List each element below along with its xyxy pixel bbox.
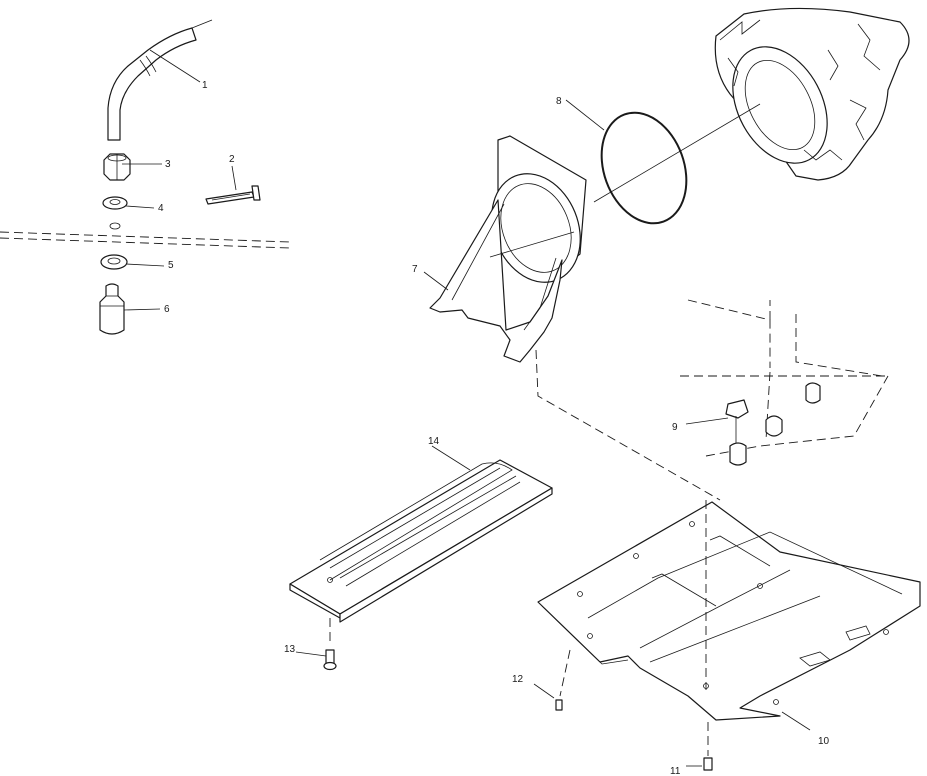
callout-14: 14 bbox=[428, 436, 440, 447]
adapter-bracket-part bbox=[423, 135, 587, 363]
intake-grate-part bbox=[289, 445, 553, 623]
callout-11: 11 bbox=[670, 766, 681, 776]
callout-13: 13 bbox=[284, 644, 296, 655]
callout-1: 1 bbox=[202, 80, 208, 91]
callout-7: 7 bbox=[412, 264, 418, 275]
callout-10: 10 bbox=[818, 736, 830, 747]
hull-section-line bbox=[0, 231, 291, 249]
leader-lines bbox=[122, 49, 237, 311]
fitting-part bbox=[99, 283, 125, 335]
callout-12: 12 bbox=[512, 674, 524, 685]
callout-9: 9 bbox=[672, 422, 678, 433]
callout-3: 3 bbox=[165, 159, 171, 170]
grate-screw-part bbox=[295, 618, 337, 671]
ride-plate-part bbox=[537, 500, 921, 731]
drain-plug-part bbox=[685, 399, 749, 466]
pump-housing-part bbox=[714, 7, 910, 181]
plate-bolt-part bbox=[686, 722, 713, 771]
washer-lower-part bbox=[100, 254, 128, 270]
callout-6: 6 bbox=[164, 304, 170, 315]
callout-8: 8 bbox=[556, 96, 562, 107]
drain-cup-parts bbox=[765, 382, 821, 437]
hose-part bbox=[107, 19, 213, 141]
callout-2: 2 bbox=[229, 154, 235, 165]
clamp-tie-part bbox=[205, 185, 261, 205]
callout-4: 4 bbox=[158, 203, 164, 214]
washer-upper-part bbox=[102, 196, 128, 230]
hull-outline bbox=[535, 299, 889, 501]
callout-5: 5 bbox=[168, 260, 174, 271]
o-ring-part bbox=[565, 99, 761, 225]
plate-screw-part bbox=[533, 683, 563, 711]
nut-part bbox=[103, 153, 131, 181]
